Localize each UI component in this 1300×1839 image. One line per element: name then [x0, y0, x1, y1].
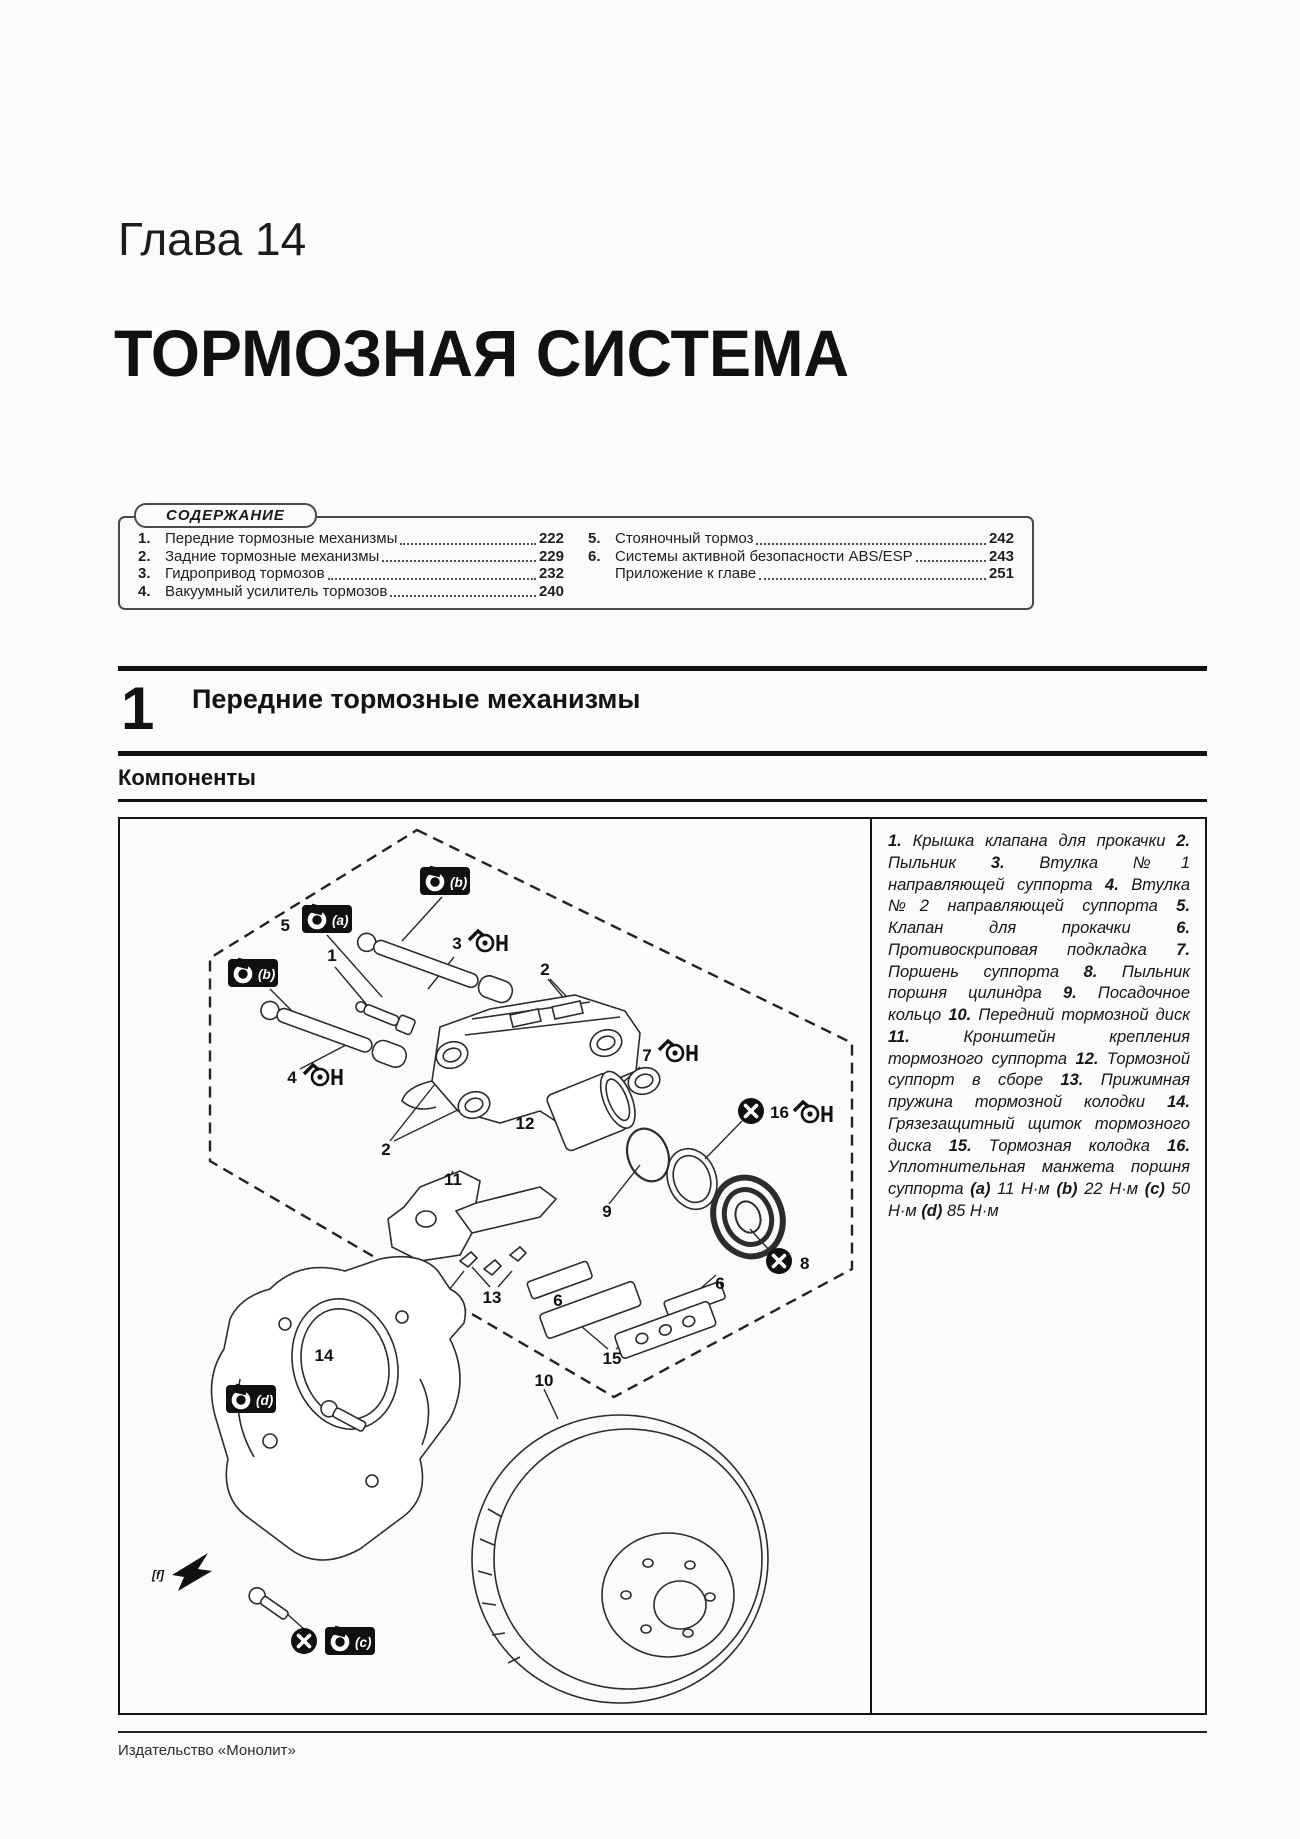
svg-text:5: 5	[281, 916, 290, 935]
torque-badge-b2: (b)	[228, 958, 278, 987]
torque-badge-c: (c)	[325, 1626, 375, 1655]
parts-list: 1. Крышка клапана для прокачки 2. Пыльни…	[888, 832, 1191, 1221]
brake-disc	[471, 1414, 769, 1704]
grease-icon	[657, 1039, 698, 1063]
svg-text:11: 11	[444, 1170, 462, 1189]
section-number: 1	[121, 675, 155, 742]
disc-screw	[248, 1587, 289, 1620]
piston-seal-ring	[625, 1127, 671, 1183]
chapter-label: Глава 14	[118, 213, 307, 265]
guide-pin-upper	[356, 932, 514, 1004]
replace-icon	[289, 1626, 319, 1656]
caliper-piston	[546, 1070, 636, 1152]
svg-text:(b): (b)	[258, 967, 276, 982]
svg-text:14: 14	[315, 1346, 334, 1365]
publisher-footer: Издательство «Монолит»	[118, 1742, 296, 1759]
part-callouts: 5 1 3 2 4 7 12 2 11 9 16 8 13 6 6 15 14	[281, 916, 810, 1390]
dashed-outline	[208, 828, 854, 1399]
svg-text:(c): (c)	[355, 1635, 372, 1650]
torque-badge-d: (d)	[226, 1384, 276, 1413]
svg-text:7: 7	[642, 1046, 651, 1065]
svg-text:13: 13	[483, 1288, 502, 1307]
table-of-contents: СОДЕРЖАНИЕ 1.Передние тормозные механизм…	[118, 503, 1034, 610]
svg-text:1: 1	[327, 946, 336, 965]
svg-text:2: 2	[381, 1140, 390, 1159]
direction-arrow-icon	[172, 1553, 212, 1591]
grease-icon	[467, 929, 508, 953]
guide-pin-lower	[260, 1000, 408, 1068]
torque-badge-a: (a)	[302, 904, 352, 933]
brake-pad-inner	[614, 1300, 717, 1359]
svg-text:3: 3	[452, 934, 461, 953]
seat-ring	[666, 1147, 718, 1211]
svg-text:12: 12	[516, 1114, 535, 1133]
bleed-valve	[355, 1001, 416, 1036]
toc-title: СОДЕРЖАНИЕ	[134, 503, 317, 528]
svg-text:(a): (a)	[332, 913, 349, 928]
replace-icon	[736, 1096, 766, 1126]
parts-legend: 1. Крышка клапана для прокачки 2. Пыльни…	[870, 819, 1205, 1713]
svg-text:9: 9	[602, 1202, 611, 1221]
piston-boot-seal	[710, 1174, 786, 1260]
torque-badge-b1: (b)	[420, 866, 470, 895]
page-title: ТОРМОЗНАЯ СИСТЕМА	[114, 317, 850, 391]
svg-text:2: 2	[540, 960, 549, 979]
svg-text:6: 6	[553, 1291, 562, 1310]
components-rule	[118, 799, 1207, 802]
brake-pad-outer	[539, 1280, 642, 1339]
caliper-bracket	[387, 1170, 558, 1262]
bracket-bolt	[320, 1399, 367, 1432]
svg-text:16: 16	[770, 1103, 789, 1122]
section-rule-bottom	[118, 751, 1207, 756]
section-rule-top	[118, 666, 1207, 671]
footer-rule	[118, 1731, 1207, 1733]
svg-text:8: 8	[800, 1254, 809, 1273]
svg-text:10: 10	[535, 1371, 554, 1390]
svg-text:(b): (b)	[450, 875, 468, 890]
parts-art	[210, 932, 786, 1704]
svg-text:15: 15	[603, 1349, 622, 1368]
direction-label: [f]	[151, 1568, 165, 1582]
components-heading: Компоненты	[118, 765, 256, 790]
grease-icon	[792, 1100, 833, 1124]
brake-diagram-svg: [f] (b) (a) (b) (d)	[151, 828, 854, 1704]
grease-icon	[302, 1063, 343, 1087]
exploded-diagram: [f] (b) (a) (b) (d)	[120, 819, 870, 1713]
section-title: Передние тормозные механизмы	[192, 684, 641, 714]
components-figure: [f] (b) (a) (b) (d)	[118, 817, 1207, 1715]
svg-text:6: 6	[715, 1274, 724, 1293]
svg-text:4: 4	[287, 1068, 297, 1087]
svg-text:(d): (d)	[256, 1393, 274, 1408]
replace-icon	[764, 1246, 794, 1276]
